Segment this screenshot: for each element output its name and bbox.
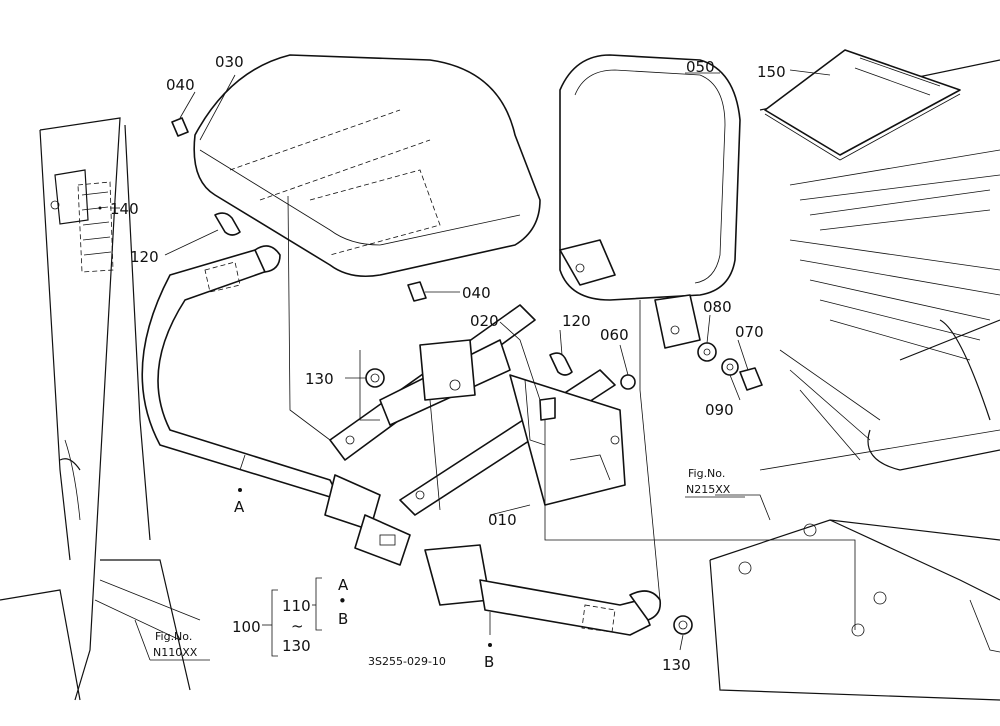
marker-b: B [484,653,494,671]
left-pillar-outline [0,117,201,701]
nut-060 [620,374,636,390]
bolt-040-mid [407,281,427,302]
label-part-020: 020 [470,312,499,330]
drawing-code: 3S255-029-10 [368,655,446,668]
manual-150 [764,49,961,161]
figref-n110-title: Fig.No. [155,630,192,643]
figref-n110-code: N110XX [153,646,198,659]
label-part-070: 070 [735,323,764,341]
label-part-050: 050 [686,58,715,76]
right-cabin-outline [709,59,1000,701]
label-part-120-mid: 120 [562,312,591,330]
nut-130-left [365,368,385,388]
seat-belt-A [141,245,411,566]
seat-belt-B [424,544,662,636]
legend-marker-b: B [338,610,348,628]
bolt-040-top [171,117,189,137]
label-part-120-left: 120 [130,248,159,266]
bolt-120-left [214,212,241,236]
label-part-150: 150 [757,63,786,81]
label-part-040-mid: 040 [462,284,491,302]
bolt-120-mid [549,352,573,376]
label-part-140: 140 [110,200,139,218]
nut-130-right [673,615,693,635]
legend-bracket [262,577,322,657]
washer-080 [697,342,717,362]
seat-bracket-010-020 [329,304,626,516]
label-part-040-top: 040 [166,76,195,94]
seat-cushion-030 [193,54,541,278]
label-part-130-legend: 130 [282,637,311,655]
washer-090 [721,358,739,376]
label-part-130-left: 130 [305,370,334,388]
figref-n110-underline [134,619,210,661]
legend-marker-a: A [338,576,349,594]
label-part-010: 010 [488,511,517,529]
label-part-090: 090 [705,401,734,419]
leader-lines [110,69,856,651]
label-part-110: 110 [282,597,311,615]
label-part-080: 080 [703,298,732,316]
figref-n215-title: Fig.No. [688,467,725,480]
label-part-130-right: 130 [662,656,691,674]
figref-n215-code: N215XX [686,483,731,496]
marker-dot-140 [98,206,102,210]
label-tilde: ~ [291,617,304,635]
label-part-030: 030 [215,53,244,71]
bolt-070 [739,367,763,391]
label-part-060: 060 [600,326,629,344]
marker-a: A [234,498,245,516]
marker-dot-a [238,488,242,492]
cover-140 [77,181,114,273]
backrest-050 [559,54,741,349]
marker-dot-b [488,643,492,647]
legend-dot: • [338,592,347,610]
bolt-020 [539,397,556,421]
label-part-100: 100 [232,618,261,636]
